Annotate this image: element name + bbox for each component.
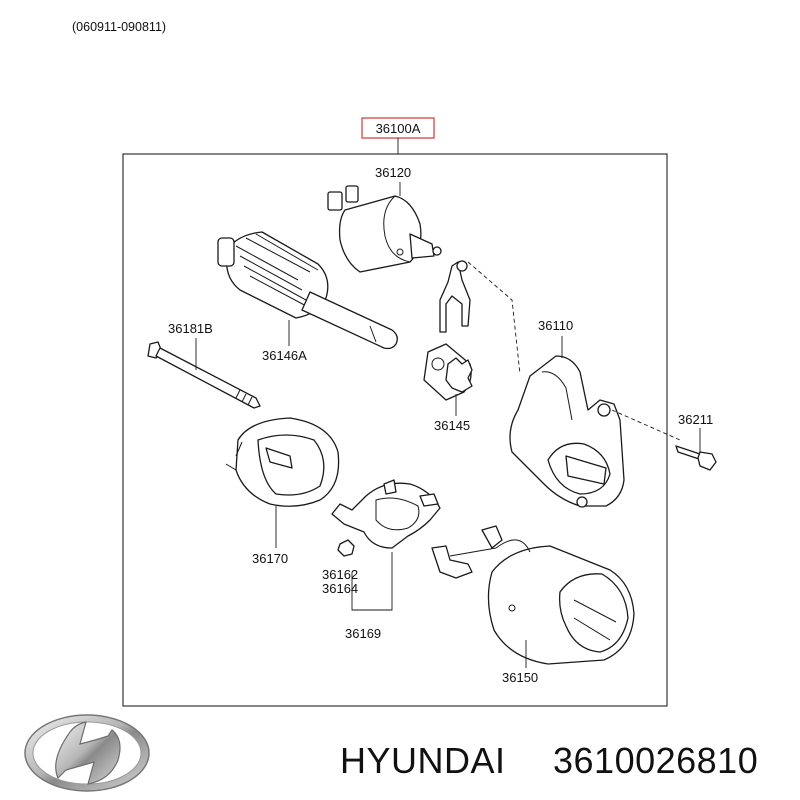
solenoid-part (327, 185, 442, 273)
date-range-text: (060911-090811) (72, 20, 166, 34)
assembly-code-label: 36100A (361, 117, 435, 139)
diagram-frame (122, 153, 668, 707)
pinion-part (423, 343, 473, 401)
front-housing-part (509, 355, 625, 508)
label-nut-a: 36162 (322, 567, 358, 582)
through-bolt-part (147, 341, 261, 409)
armature-part (217, 231, 398, 350)
hyundai-logo (24, 714, 150, 792)
assembly-code-text: 36100A (376, 121, 421, 136)
label-front-housing: 36110 (538, 318, 573, 333)
part-number: 3610026810 (553, 740, 758, 781)
rear-cover-part (225, 417, 340, 507)
yoke-part (431, 525, 635, 665)
dashed-line-lever (467, 261, 521, 375)
nut-part (337, 539, 355, 557)
shift-lever-part (439, 260, 471, 333)
label-screw: 36211 (678, 412, 713, 427)
label-through-bolt: 36181B (168, 321, 213, 336)
screw-part (675, 445, 717, 471)
dashed-line-screw (611, 409, 681, 441)
label-nut-b: 36164 (322, 581, 358, 596)
brush-holder-part (331, 479, 441, 549)
brand-name: HYUNDAI (340, 740, 506, 781)
label-armature: 36146A (262, 348, 307, 363)
label-solenoid: 36120 (375, 165, 411, 180)
label-rear-cover: 36170 (252, 551, 288, 566)
label-brush-holder: 36169 (345, 626, 381, 641)
label-pinion: 36145 (434, 418, 470, 433)
leader-brush-holder (351, 552, 393, 611)
label-yoke: 36150 (502, 670, 538, 685)
